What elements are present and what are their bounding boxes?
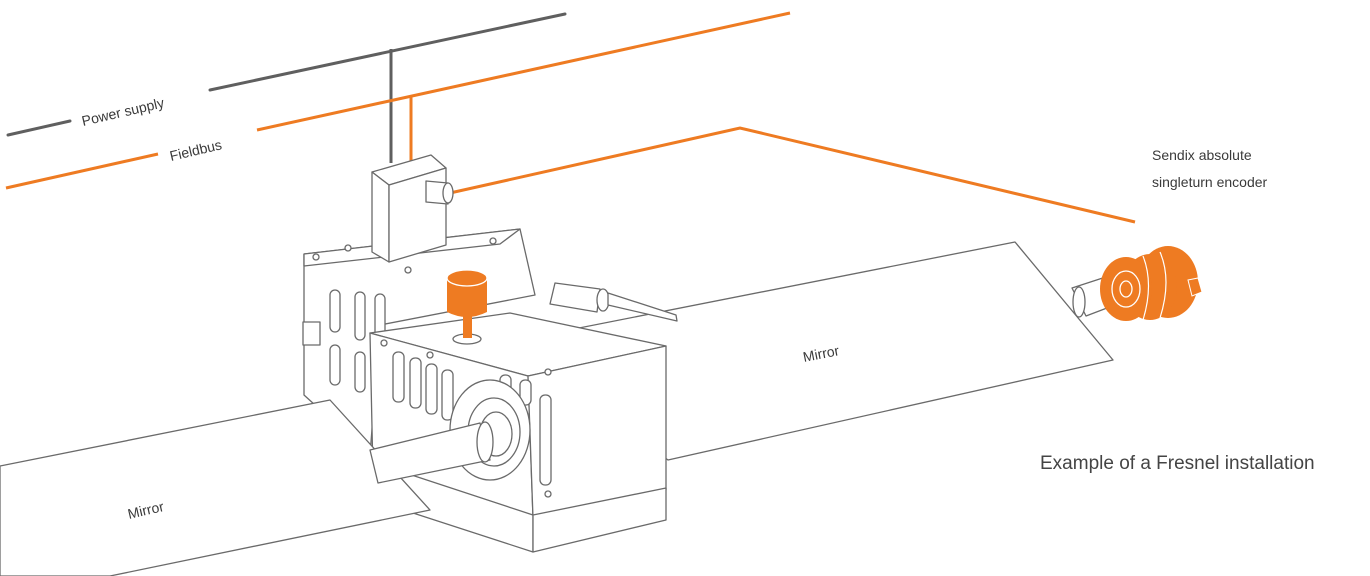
power-supply-label: Power supply: [80, 94, 165, 128]
coupling-icon: [446, 269, 488, 345]
left-shaft: [369, 421, 494, 484]
encoder-icon: [1100, 246, 1203, 321]
encoder-label-line1: Sendix absolute: [1152, 147, 1252, 163]
right-mirror-label: Mirror: [802, 342, 841, 365]
encoder-cable: [449, 126, 1136, 224]
actuator-rod: [549, 282, 678, 322]
left-mirror: Mirror: [0, 399, 431, 576]
power-supply-cable: [6, 12, 567, 163]
gearbox-front: [369, 312, 667, 553]
encoder-label-line2: singleturn encoder: [1152, 174, 1268, 190]
junction-box: [371, 154, 454, 263]
figure-caption: Example of a Fresnel installation: [1040, 453, 1315, 474]
fieldbus-cable: [5, 11, 791, 190]
fieldbus-label: Fieldbus: [168, 136, 223, 163]
